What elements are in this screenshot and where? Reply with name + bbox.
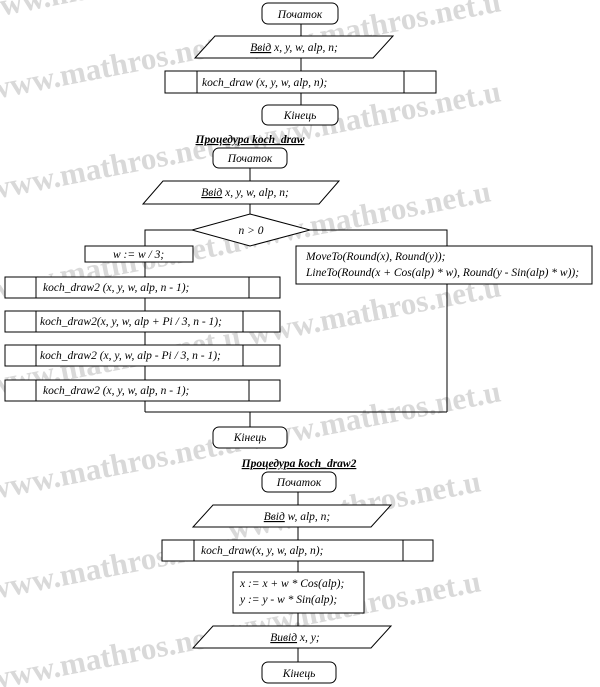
proc2-output-label: Вивід x, y; [270,632,320,644]
proc2-assign-x: x := x + w * Cos(alp); [239,578,344,590]
proc1-else-line2: LineTo(Round(x + Cos(alp) * w), Round(y … [305,267,579,279]
proc2-end-terminator: Кінець [261,661,337,684]
proc2-call-label: koch_draw(x, y, w, alp, n); [201,545,324,557]
proc1-condition-decision: n > 0 [190,213,312,247]
proc1-call2-label: koch_draw2(x, y, w, alp + Pi / 3, n - 1)… [40,316,222,328]
main-call-process: koch_draw (x, y, w, alp, n); [164,70,437,94]
proc1-call1-process: koch_draw2 (x, y, w, alp, n - 1); [4,276,281,299]
proc2-input-label: Ввід w, alp, n; [264,511,331,523]
main-start-terminator: Початок [261,2,339,25]
proc2-output-parallelogram: Вивід x, y; [191,625,393,649]
proc2-call-process: koch_draw(x, y, w, alp, n); [161,539,434,562]
proc1-else-process: MoveTo(Round(x), Round(y)); LineTo(Round… [295,245,593,285]
watermark: www.mathros.net.u [0,613,244,687]
proc1-start-terminator: Початок [212,147,288,169]
proc2-assign-process: x := x + w * Cos(alp); y := y - w * Sin(… [232,571,365,614]
proc1-input-keyword: Ввід [201,187,222,199]
proc2-output-vars: x, y; [297,632,320,644]
proc1-start-label: Початок [227,153,273,165]
main-end-terminator: Кінець [261,104,339,126]
proc1-assign-process: w := w / 3; [84,245,194,263]
proc2-start-terminator: Початок [261,471,337,493]
procedure-koch-draw2: Процедура koch_draw2 Початок Ввід w, alp… [161,458,434,684]
main-input-vars: x, y, w, alp, n; [271,42,338,54]
proc2-input-parallelogram: Ввід w, alp, n; [191,504,393,528]
main-input-keyword: Ввід [250,42,271,54]
main-input-label: Ввід x, y, w, alp, n; [250,42,338,54]
proc2-start-label: Початок [276,477,322,489]
proc1-end-terminator: Кінець [212,426,288,449]
proc1-else-line1: MoveTo(Round(x), Round(y)); [305,251,446,263]
proc2-end-label: Кінець [282,668,316,680]
watermark: www.mathros.net.u [0,23,244,106]
proc2-input-vars: w, alp, n; [285,511,331,523]
proc1-condition-label: n > 0 [238,225,263,237]
proc2-input-keyword: Ввід [264,511,285,523]
proc1-call4-process: koch_draw2 (x, y, w, alp, n - 1); [4,379,281,402]
main-input-parallelogram: Ввід x, y, w, alp, n; [193,35,395,59]
proc1-end-label: Кінець [233,432,267,444]
proc1-call1-label: koch_draw2 (x, y, w, alp, n - 1); [43,282,190,294]
procedure1-title: Процедура koch_draw [195,134,305,146]
proc1-input-label: Ввід x, y, w, alp, n; [201,187,289,199]
proc2-assign-y: y := y - w * Sin(alp); [239,594,337,606]
watermark: www.mathros.net.u [0,0,234,27]
proc1-call3-label: koch_draw2 (x, y, w, alp - Pi / 3, n - 1… [40,350,221,362]
main-start-label: Початок [277,9,323,21]
proc1-assign-label: w := w / 3; [113,249,164,261]
proc1-call4-label: koch_draw2 (x, y, w, alp, n - 1); [43,385,190,397]
main-call-label: koch_draw (x, y, w, alp, n); [202,77,327,89]
proc1-call2-process: koch_draw2(x, y, w, alp + Pi / 3, n - 1)… [4,310,281,333]
proc2-output-keyword: Вивід [270,632,297,644]
proc1-input-vars: x, y, w, alp, n; [222,187,289,199]
main-program: Початок Ввід x, y, w, alp, n; koch_draw … [164,2,437,126]
watermark: www.mathros.net.u [0,523,244,606]
watermark: www.mathros.net.u [0,423,244,506]
proc1-input-parallelogram: Ввід x, y, w, alp, n; [141,180,341,205]
procedure2-title: Процедура koch_draw2 [241,458,357,470]
proc1-call3-process: koch_draw2 (x, y, w, alp - Pi / 3, n - 1… [4,344,281,367]
main-end-label: Кінець [283,110,317,122]
procedure-koch-draw: Процедура koch_draw Початок Ввід x, y, w… [4,134,593,449]
